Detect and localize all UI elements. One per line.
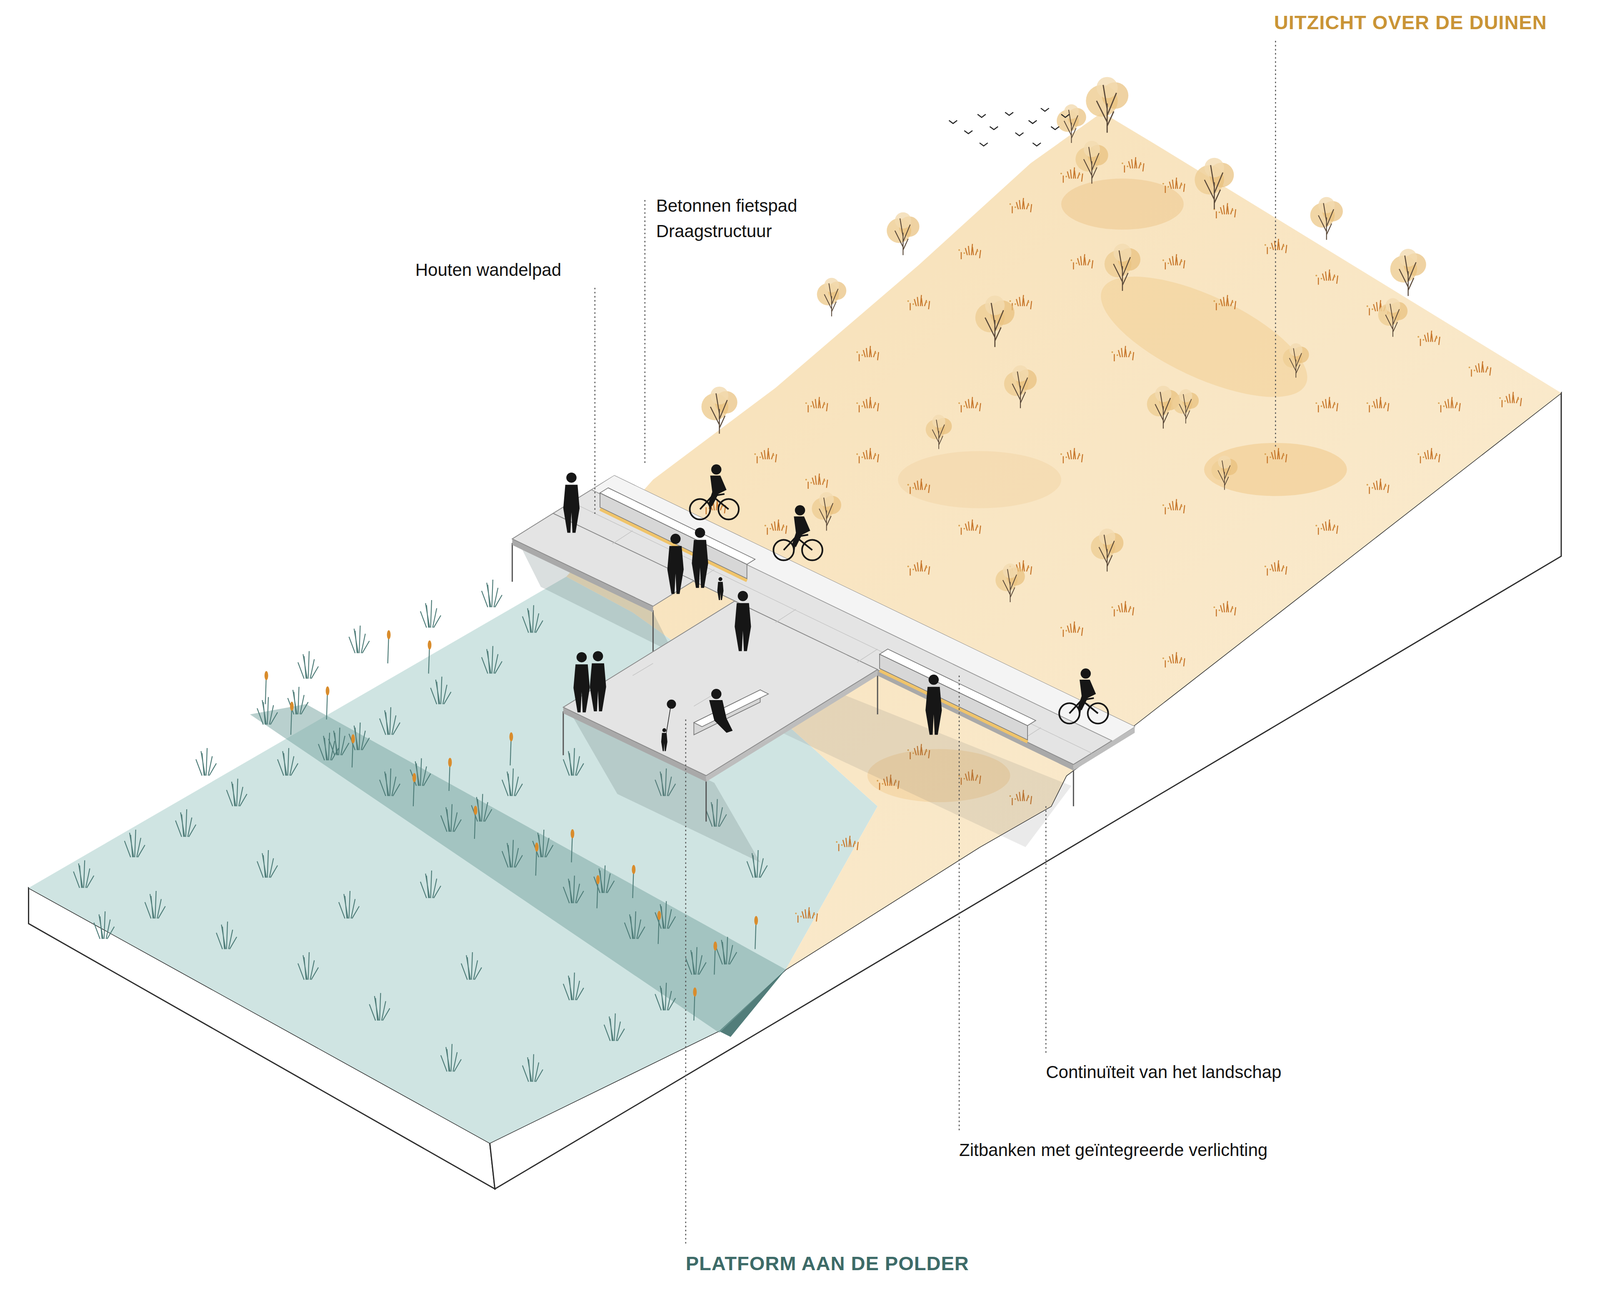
people-silhouettes <box>563 464 1109 751</box>
view-heading: UITZICHT OVER DE DUINEN <box>1274 11 1548 34</box>
boardwalk-deck <box>512 475 1135 782</box>
platform-heading: PLATFORM AAN DE POLDER <box>685 1252 970 1275</box>
callout-label: Zitbanken met geïntegreerde verlichting <box>959 1140 1268 1160</box>
polder-surface <box>28 576 878 1143</box>
dune-surface <box>566 112 1562 970</box>
callout-label: Houten wandelpad <box>415 260 562 280</box>
callout-label: Betonnen fietspad <box>656 195 798 216</box>
callout-label: Continuïteit van het landschap <box>1045 1062 1282 1083</box>
dune-trees <box>701 77 1426 603</box>
callout-label: Draagstructuur <box>656 221 773 242</box>
benches <box>600 487 1036 743</box>
birds <box>949 108 1070 147</box>
dune-grass <box>703 157 1522 923</box>
